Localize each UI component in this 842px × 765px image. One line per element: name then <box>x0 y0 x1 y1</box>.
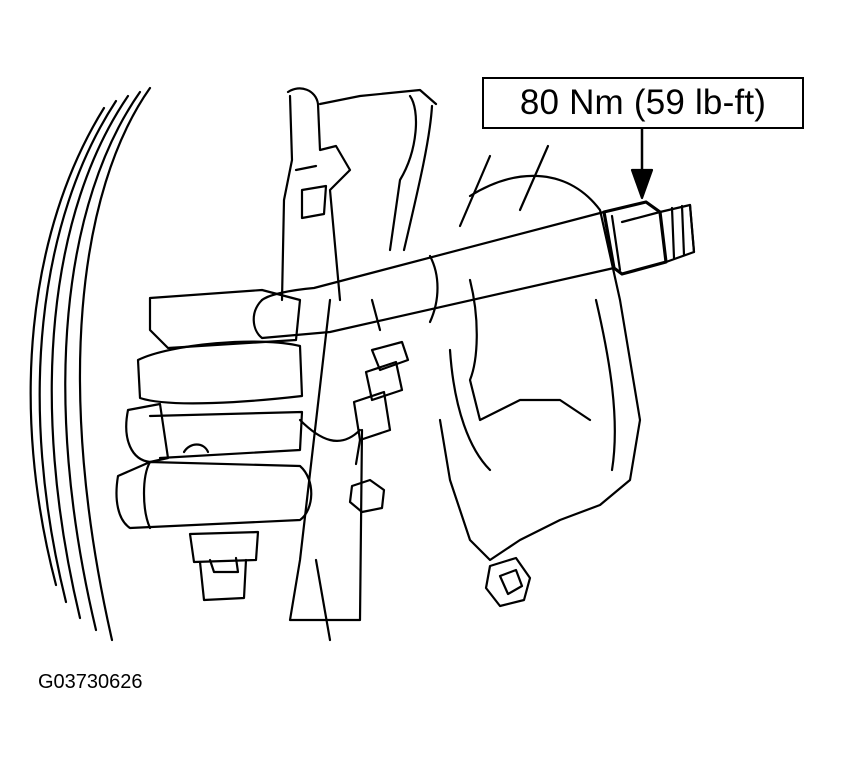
brake-hose <box>252 210 616 340</box>
tire-sidewall <box>29 86 152 642</box>
figure-id-label: G03730626 <box>38 671 143 693</box>
steering-knuckle <box>280 87 438 642</box>
hose-fitting-nut <box>602 200 696 276</box>
mounting-bolt <box>348 478 532 608</box>
torque-callout-label: 80 Nm (59 lb-ft) <box>482 77 804 129</box>
brake-caliper <box>115 288 313 602</box>
caliper-housing <box>438 144 642 562</box>
bleeder-line <box>352 340 410 466</box>
callout-arrow <box>630 126 654 200</box>
